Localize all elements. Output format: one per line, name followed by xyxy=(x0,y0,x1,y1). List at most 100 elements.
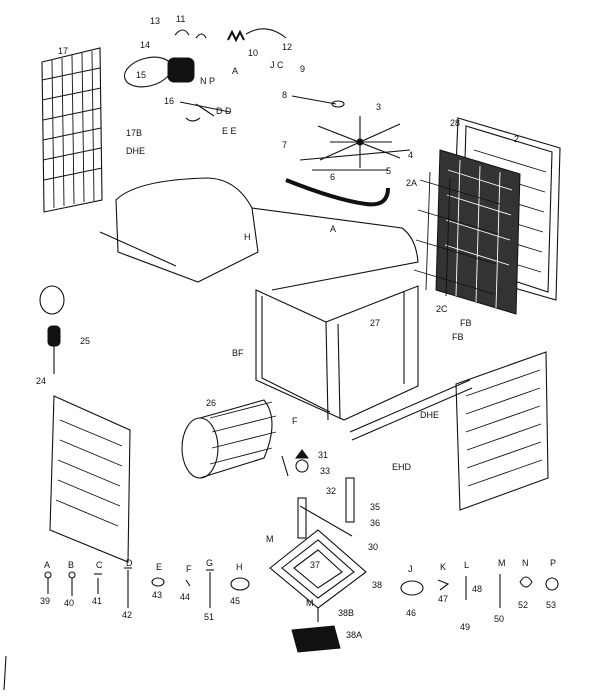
hw-number-52: 52 xyxy=(518,600,528,610)
hw-letter-g: G xyxy=(206,558,213,568)
hw-number-50: 50 xyxy=(494,614,504,624)
part-35-leg xyxy=(297,477,355,539)
part-26-blower-wheel xyxy=(181,399,277,479)
hardware-labels: A 39 B 40 C 41 D 42 E 43 F 44 G 51 H 45 … xyxy=(40,558,556,632)
callout-35: 35 xyxy=(370,502,380,512)
callout-31: 31 xyxy=(318,450,328,460)
hw-number-47: 47 xyxy=(438,594,448,604)
hardware-row xyxy=(44,567,559,608)
part-17-filter-grid xyxy=(41,47,103,213)
callout-25: 25 xyxy=(80,336,90,346)
callout-h: H xyxy=(244,232,251,242)
callout-m-1: M xyxy=(266,534,274,544)
hw-letter-a: A xyxy=(44,560,50,570)
part-31-pump xyxy=(281,449,309,477)
callout-36: 36 xyxy=(370,518,380,528)
callout-12: 12 xyxy=(282,42,292,52)
callout-3: 3 xyxy=(376,102,381,112)
callout-38a: 38A xyxy=(346,630,362,640)
hw-number-45: 45 xyxy=(230,596,240,606)
part-9-link xyxy=(291,95,345,108)
hw-number-51: 51 xyxy=(204,612,214,622)
hw-letter-j: J xyxy=(408,564,413,574)
callout-13: 13 xyxy=(150,16,160,26)
callout-7: 7 xyxy=(282,140,287,150)
part-rod xyxy=(349,379,473,441)
hw-number-53: 53 xyxy=(546,600,556,610)
hw-number-42: 42 xyxy=(122,610,132,620)
part-25-side-panel xyxy=(49,395,131,563)
callout-dhe-top: DHE xyxy=(126,146,145,156)
callout-28: 28 xyxy=(450,118,460,128)
corner-mark xyxy=(3,655,7,691)
part-13-fan-motor xyxy=(123,29,207,88)
callout-17: 17 xyxy=(58,46,68,56)
callout-8: 8 xyxy=(282,90,287,100)
callout-6: 6 xyxy=(330,172,335,182)
hw-letter-d: D xyxy=(126,558,133,568)
hw-letter-l: L xyxy=(464,560,469,570)
callout-37: 37 xyxy=(310,560,320,570)
part-16-bracket xyxy=(179,101,231,122)
part-6-hose xyxy=(285,149,411,207)
callout-labels: 17 13 11 14 15 10 12 J C 9 N P A 16 D D … xyxy=(36,14,519,640)
part-top-cover xyxy=(99,177,419,291)
hw-letter-p: P xyxy=(550,558,556,568)
part-10-spring xyxy=(227,28,287,43)
part-24-control-knob xyxy=(39,285,65,374)
callout-5: 5 xyxy=(386,166,391,176)
hw-letter-h: H xyxy=(236,562,243,572)
hw-number-39: 39 xyxy=(40,596,50,606)
callout-17b: 17B xyxy=(126,128,142,138)
callout-4: 4 xyxy=(408,150,413,160)
hw-letter-k: K xyxy=(440,562,446,572)
hw-letter-c: C xyxy=(96,560,103,570)
callout-a-mid: A xyxy=(330,224,336,234)
hw-number-44: 44 xyxy=(180,592,190,602)
callout-15: 15 xyxy=(136,70,146,80)
hw-letter-b: B xyxy=(68,560,74,570)
callout-2c: 2C xyxy=(436,304,448,314)
part-2c-pad-frame xyxy=(413,171,501,297)
hw-number-48: 48 xyxy=(472,584,482,594)
callout-9: 9 xyxy=(300,64,305,74)
hw-letter-n: N xyxy=(522,558,529,568)
callout-dhe-rod: DHE xyxy=(420,410,439,420)
hw-number-46: 46 xyxy=(406,608,416,618)
hw-letter-e: E xyxy=(156,562,162,572)
part-3-distributor xyxy=(317,116,401,168)
part-27-cabinet xyxy=(255,285,419,421)
callout-dd: D D xyxy=(216,106,232,116)
callout-f: F xyxy=(292,416,298,426)
part-38a-strainer xyxy=(291,625,341,653)
callout-fb-2: FB xyxy=(452,332,464,342)
callout-38: 38 xyxy=(372,580,382,590)
callout-ee: E E xyxy=(222,126,237,136)
callout-2a: 2A xyxy=(406,178,417,188)
callout-32: 32 xyxy=(326,486,336,496)
callout-2: 2 xyxy=(514,134,519,144)
callout-14: 14 xyxy=(140,40,150,50)
callout-24: 24 xyxy=(36,376,46,386)
hw-number-40: 40 xyxy=(64,598,74,608)
callout-bf: BF xyxy=(232,348,244,358)
callout-m-2: M xyxy=(306,598,314,608)
part-front-grill xyxy=(455,351,549,511)
callout-26: 26 xyxy=(206,398,216,408)
callout-10: 10 xyxy=(248,48,258,58)
callout-30: 30 xyxy=(368,542,378,552)
callout-33: 33 xyxy=(320,466,330,476)
hw-number-43: 43 xyxy=(152,590,162,600)
callout-a: A xyxy=(232,66,238,76)
callout-11: 11 xyxy=(176,14,185,24)
callout-16: 16 xyxy=(164,96,174,106)
callout-fb-1: FB xyxy=(460,318,472,328)
hw-number-41: 41 xyxy=(92,596,102,606)
callout-jc: J C xyxy=(270,60,284,70)
callout-ehd: EHD xyxy=(392,462,412,472)
hw-letter-f: F xyxy=(186,564,192,574)
hw-letter-m: M xyxy=(498,558,506,568)
callout-27: 27 xyxy=(370,318,380,328)
part-38-base-tray xyxy=(269,529,367,622)
